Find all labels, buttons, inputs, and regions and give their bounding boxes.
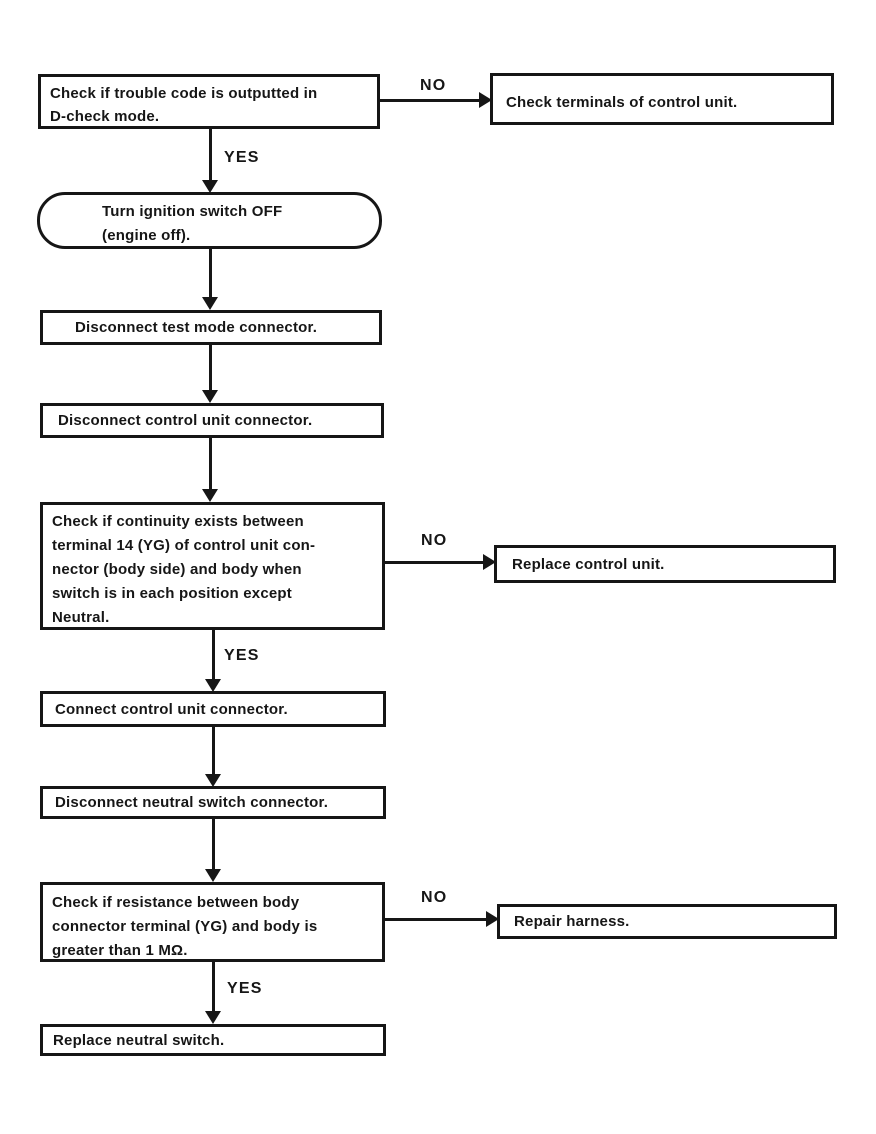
connector-line: [212, 727, 215, 775]
node-connect-control-unit: Connect control unit connector.: [40, 691, 386, 727]
arrow-down-icon: [205, 774, 221, 787]
node-text-line: Repair harness.: [514, 913, 630, 930]
connector-no-1-line: [378, 99, 480, 102]
arrow-down-icon: [202, 180, 218, 193]
connector-line: [209, 438, 212, 490]
arrow-right-icon: [486, 911, 499, 927]
node-text-line: Connect control unit connector.: [55, 700, 288, 718]
node-text-line: nector (body side) and body when: [52, 561, 302, 578]
node-check-continuity: Check if continuity exists between termi…: [40, 502, 385, 630]
edge-label-yes-1: YES: [224, 149, 260, 166]
connector-line: [209, 345, 212, 391]
arrow-down-icon: [205, 869, 221, 882]
node-check-resistance: Check if resistance between body connect…: [40, 882, 385, 962]
connector-yes-3-line: [212, 962, 215, 1013]
arrow-down-icon: [202, 390, 218, 403]
arrow-down-icon: [205, 679, 221, 692]
arrow-down-icon: [202, 489, 218, 502]
node-disconnect-test-mode: Disconnect test mode connector.: [40, 310, 382, 345]
node-text-line: Replace neutral switch.: [53, 1031, 225, 1049]
node-text-line: D-check mode.: [50, 108, 160, 125]
connector-line: [212, 819, 215, 870]
node-text-line: Check if trouble code is outputted in: [50, 85, 318, 102]
connector-yes-2-line: [212, 630, 215, 680]
node-check-trouble-code: Check if trouble code is outputted in D-…: [38, 74, 380, 129]
node-text-line: (engine off).: [102, 227, 191, 244]
arrow-right-icon: [479, 92, 492, 108]
node-text-line: greater than 1 MΩ.: [52, 942, 188, 959]
node-text-line: Disconnect control unit connector.: [58, 412, 313, 429]
node-check-terminals: Check terminals of control unit.: [490, 73, 834, 125]
arrow-right-icon: [483, 554, 496, 570]
edge-label-no-2: NO: [421, 532, 448, 549]
node-text-line: switch is in each position except: [52, 585, 292, 602]
connector-yes-1-line: [209, 129, 212, 181]
node-text-line: Check if continuity exists between: [52, 513, 304, 530]
edge-label-yes-3: YES: [227, 980, 263, 997]
node-text-line: Replace control unit.: [512, 555, 665, 573]
node-disconnect-neutral-switch: Disconnect neutral switch connector.: [40, 786, 386, 819]
node-text-line: connector terminal (YG) and body is: [52, 918, 318, 935]
arrow-down-icon: [205, 1011, 221, 1024]
node-text-line: Neutral.: [52, 609, 110, 626]
node-repair-harness: Repair harness.: [497, 904, 837, 939]
node-text-line: Disconnect neutral switch connector.: [55, 794, 329, 811]
arrow-down-icon: [202, 297, 218, 310]
node-text-line: Check terminals of control unit.: [506, 93, 738, 111]
edge-label-no-1: NO: [420, 77, 447, 94]
node-text-line: Check if resistance between body: [52, 894, 300, 911]
node-text-line: Disconnect test mode connector.: [75, 319, 318, 336]
connector-no-2-line: [385, 561, 484, 564]
connector-no-3-line: [385, 918, 486, 921]
node-turn-ignition-off: Turn ignition switch OFF (engine off).: [37, 192, 382, 249]
node-replace-neutral-switch: Replace neutral switch.: [40, 1024, 386, 1056]
node-replace-control-unit: Replace control unit.: [494, 545, 836, 583]
connector-line: [209, 249, 212, 298]
node-text-line: terminal 14 (YG) of control unit con-: [52, 537, 316, 554]
node-text-line: Turn ignition switch OFF: [102, 203, 283, 220]
edge-label-yes-2: YES: [224, 647, 260, 664]
edge-label-no-3: NO: [421, 889, 448, 906]
node-disconnect-control-unit: Disconnect control unit connector.: [40, 403, 384, 438]
